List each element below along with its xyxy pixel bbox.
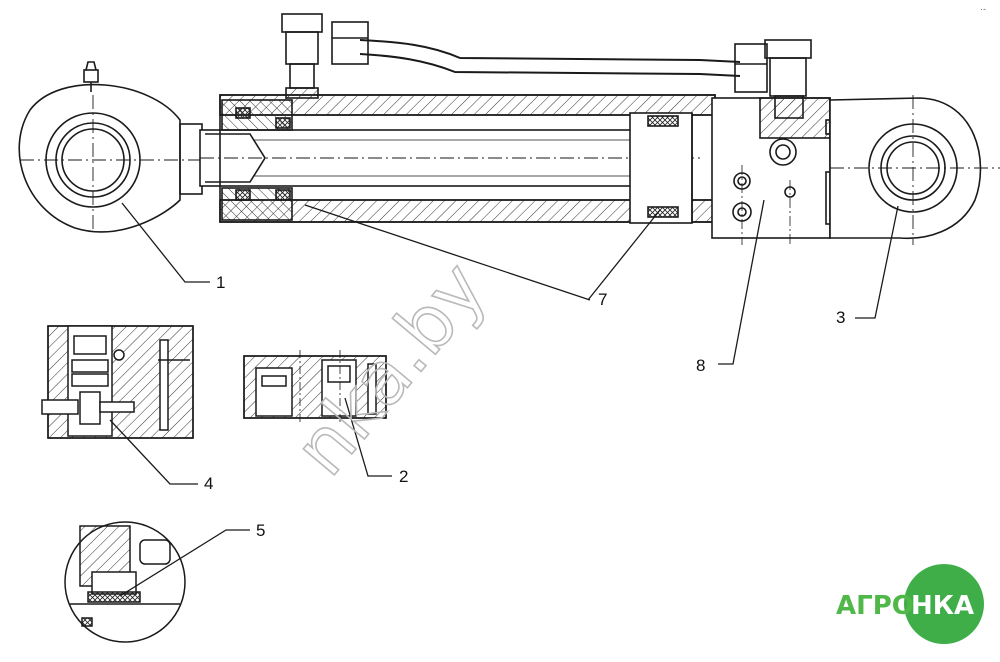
rod-eye-left (18, 61, 203, 233)
rod-eye-right (829, 95, 1000, 245)
leader-4 (109, 419, 198, 485)
cylinder-assembly (18, 13, 1000, 245)
leader-2 (344, 397, 392, 477)
cylinder-barrel (219, 94, 716, 224)
callout-3: 3 (836, 308, 845, 327)
leader-1 (121, 202, 210, 283)
callout-1: 1 (216, 273, 225, 292)
corner-mark: ·- (980, 4, 986, 14)
leader-7a (304, 204, 591, 301)
callout-5: 5 (256, 521, 265, 540)
detail-view-4 (41, 325, 194, 439)
callout-7: 7 (598, 290, 607, 309)
leader-lines (109, 199, 899, 597)
callout-2: 2 (399, 467, 408, 486)
leader-7b (587, 209, 661, 301)
callout-8: 8 (696, 356, 705, 375)
logo-right-text: НКА (911, 591, 974, 621)
leader-8 (718, 199, 765, 365)
callout-labels: 1 2 3 4 5 7 8 (204, 273, 845, 540)
agronka-logo: АГРО НКА (836, 564, 984, 644)
detail-view-5 (64, 521, 186, 643)
logo-left-text: АГРО (836, 591, 914, 621)
hydraulic-line (281, 13, 812, 119)
piston-rod (199, 129, 700, 187)
leader-5 (119, 529, 250, 597)
leader-3 (855, 205, 899, 319)
rear-head-block (711, 97, 835, 245)
callout-4: 4 (204, 474, 213, 493)
detail-view-2 (243, 350, 387, 424)
